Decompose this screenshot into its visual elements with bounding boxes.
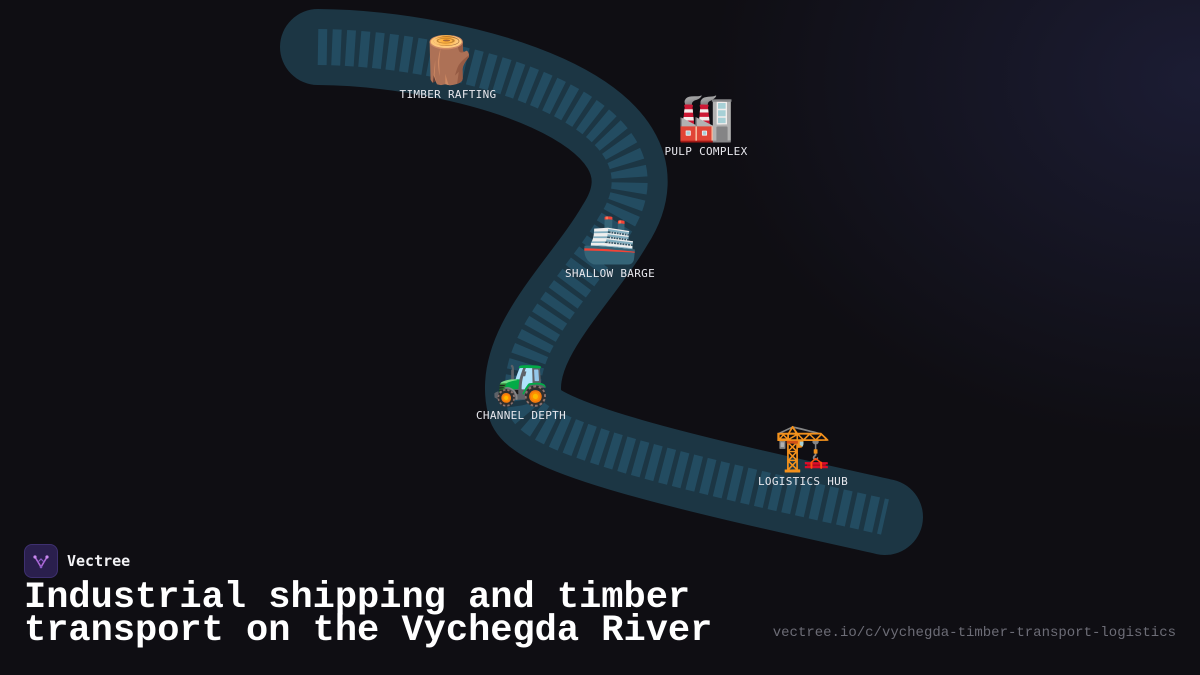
stop-label: CHANNEL DEPTH: [476, 409, 566, 422]
brand-name: Vectree: [67, 552, 131, 570]
stop-label: SHALLOW BARGE: [565, 267, 655, 280]
vectree-logo-icon: [24, 544, 58, 578]
factory-icon: 🏭: [677, 90, 735, 144]
stop-shallow-barge[interactable]: 🚢 SHALLOW BARGE: [565, 213, 655, 280]
stop-pulp-complex[interactable]: 🏭 PULP COMPLEX: [664, 91, 747, 158]
stop-channel-depth[interactable]: 🚜 CHANNEL DEPTH: [476, 355, 566, 422]
stop-label: PULP COMPLEX: [664, 145, 748, 158]
stop-label: TIMBER RAFTING: [399, 88, 497, 101]
log-icon: 🪵: [419, 33, 477, 87]
stop-timber-rafting[interactable]: 🪵 TIMBER RAFTING: [400, 34, 497, 101]
ship-icon: 🚢: [581, 212, 639, 266]
page-url[interactable]: vectree.io/c/vychegda-timber-transport-l…: [772, 625, 1176, 641]
brand[interactable]: Vectree: [24, 544, 130, 578]
page-title: Industrial shipping and timber transport…: [24, 577, 713, 652]
stop-logistics-hub[interactable]: 🏗️ LOGISTICS HUB: [758, 421, 848, 488]
river-stripes: [317, 29, 889, 535]
crane-icon: 🏗️: [774, 420, 832, 474]
tractor-icon: 🚜: [492, 354, 550, 408]
stop-label: LOGISTICS HUB: [758, 475, 848, 488]
